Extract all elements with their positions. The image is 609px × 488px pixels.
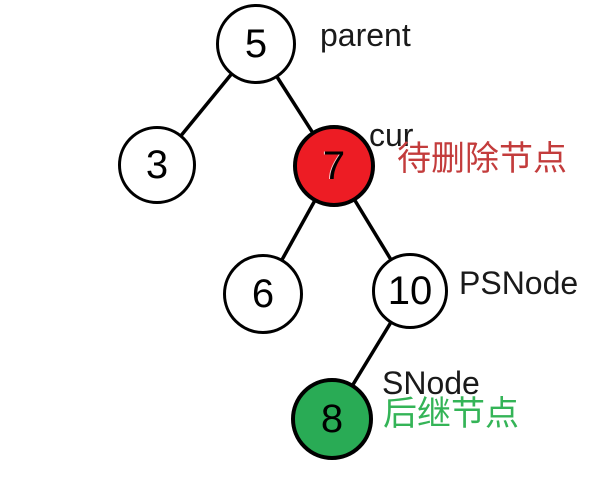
tree-node-8-successor: 8 bbox=[291, 378, 373, 460]
node-value: 10 bbox=[387, 269, 433, 313]
node-value: 6 bbox=[251, 272, 275, 316]
tree-node-3: 3 bbox=[118, 126, 196, 204]
label-successor-annotation: 后继节点 bbox=[383, 395, 519, 433]
label-delete-annotation: 待删除节点 bbox=[397, 140, 567, 178]
tree-node-6: 6 bbox=[223, 254, 303, 334]
node-value: 3 bbox=[145, 143, 169, 187]
node-value: 5 bbox=[244, 22, 268, 66]
label-snode: SNode bbox=[382, 365, 480, 401]
tree-node-7-to-delete: 7 bbox=[293, 125, 375, 207]
label-cur: cur bbox=[369, 117, 414, 153]
tree-node-10: 10 bbox=[372, 253, 448, 329]
node-value: 8 bbox=[320, 397, 344, 441]
label-parent: parent bbox=[320, 17, 411, 53]
label-psnode: PSNode bbox=[459, 265, 579, 301]
node-value: 7 bbox=[322, 144, 346, 188]
tree-node-5: 5 bbox=[216, 4, 296, 84]
